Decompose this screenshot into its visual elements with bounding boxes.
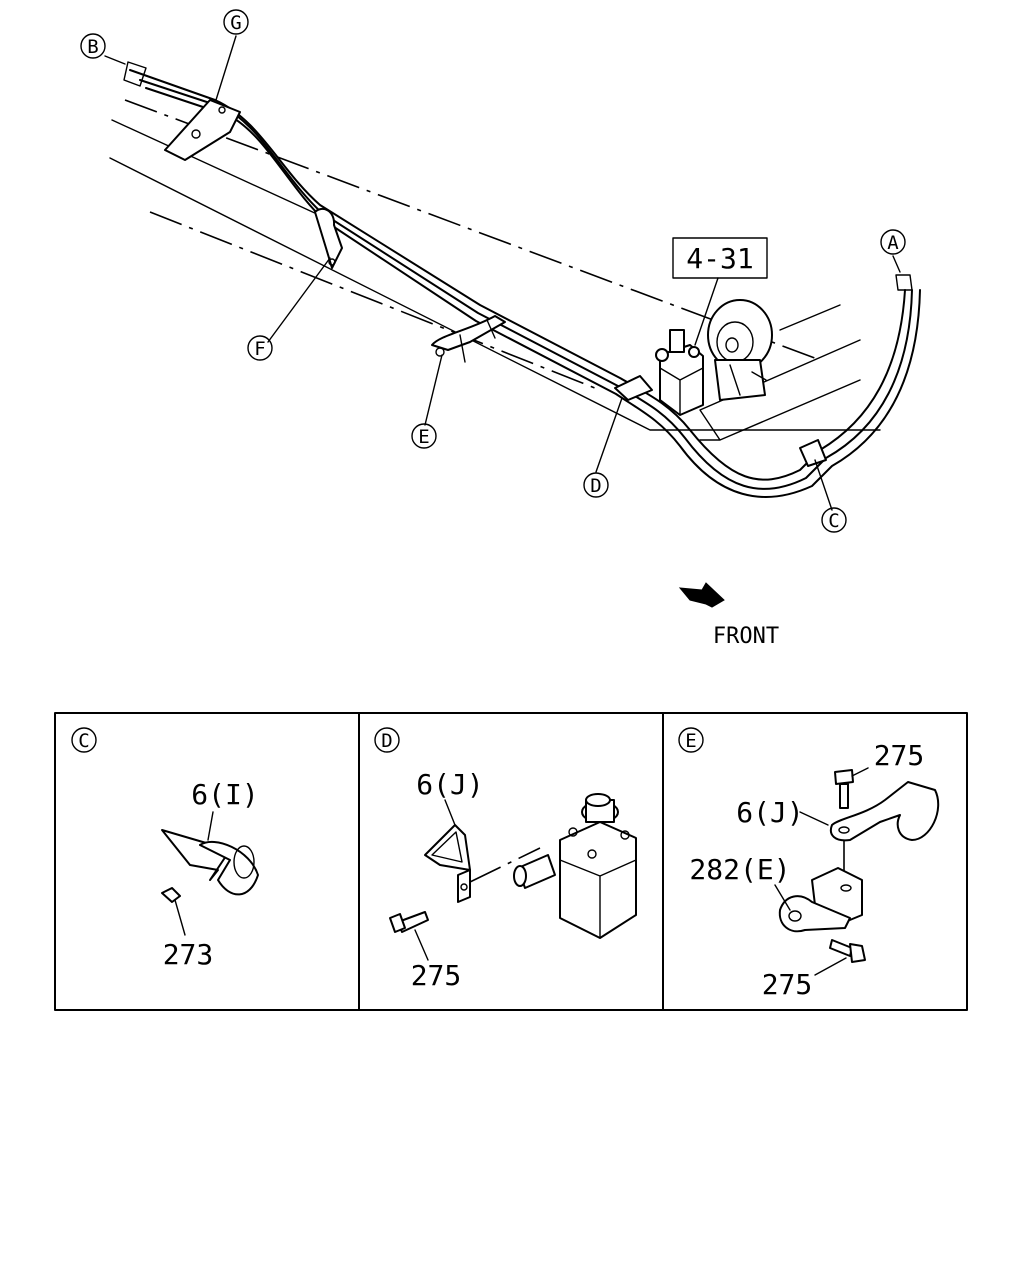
callout-e: E (411, 423, 437, 449)
callout-d: D (583, 472, 609, 498)
direction-label: FRONT (713, 624, 779, 649)
svg-text:A: A (887, 232, 899, 254)
svg-text:6(J): 6(J) (736, 796, 803, 829)
svg-text:D: D (381, 730, 392, 752)
svg-text:F: F (254, 338, 265, 360)
svg-text:273: 273 (163, 938, 214, 971)
svg-text:4-31: 4-31 (686, 242, 753, 275)
reference-box: 4-31 (672, 237, 768, 279)
main-assembly: B G F E D C A 4-31 (80, 9, 921, 649)
detail-panel-d: D 6(J) 275 (374, 727, 637, 992)
front-arrow-icon (678, 582, 725, 608)
callout-b: B (80, 33, 106, 59)
svg-text:C: C (78, 730, 89, 752)
detail-panels: C 6(I) 273 D 6(J) 275 (54, 712, 968, 1011)
svg-text:275: 275 (411, 959, 462, 992)
svg-text:E: E (685, 730, 696, 752)
svg-text:B: B (87, 36, 98, 58)
detail-panel-e: E 275 6(J) 282(E) 275 (678, 727, 940, 1001)
detail-frame (54, 712, 968, 1011)
svg-text:6(I): 6(I) (191, 778, 258, 811)
svg-text:C: C (828, 510, 839, 532)
detail-panel-c: C 6(I) 273 (71, 727, 259, 971)
svg-text:6(J): 6(J) (416, 768, 483, 801)
callout-f: F (247, 335, 273, 361)
callout-c: C (821, 507, 847, 533)
svg-text:282(E): 282(E) (689, 853, 790, 886)
svg-text:D: D (590, 475, 601, 497)
svg-text:275: 275 (762, 968, 813, 1001)
svg-text:E: E (418, 426, 429, 448)
svg-text:275: 275 (874, 739, 925, 772)
svg-text:G: G (230, 12, 241, 34)
callout-g: G (223, 9, 249, 35)
callout-a: A (880, 229, 906, 255)
